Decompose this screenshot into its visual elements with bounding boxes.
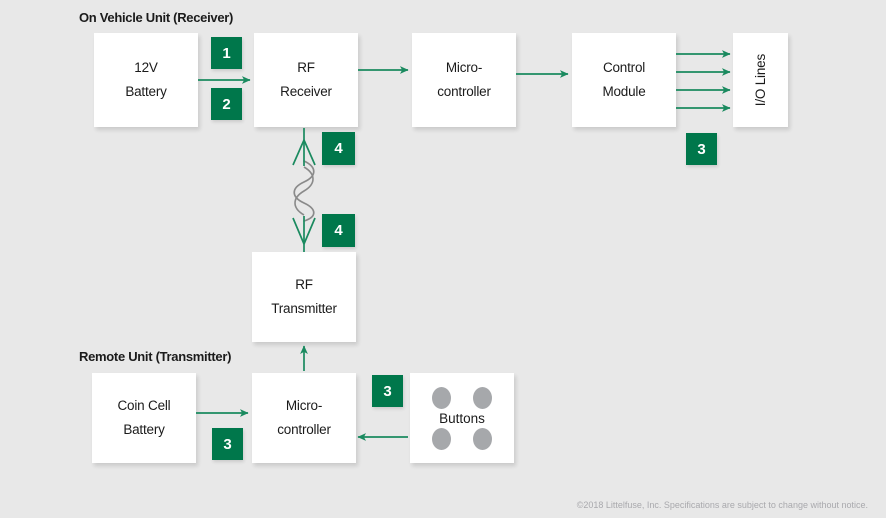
- button-dot-bottom-right[interactable]: [473, 428, 492, 450]
- rf-wave: [293, 160, 315, 222]
- block-line: controller: [437, 84, 491, 99]
- badge-4-transmitter-antenna[interactable]: 4: [322, 214, 355, 247]
- badge-4-receiver-antenna[interactable]: 4: [322, 132, 355, 165]
- badge-3-coin-cell-battery[interactable]: 3: [212, 428, 243, 460]
- block-io-lines[interactable]: I/O Lines: [733, 33, 788, 127]
- block-line: RF: [295, 277, 313, 293]
- block-line: I/O Lines: [752, 53, 768, 107]
- block-line: RF: [297, 60, 315, 76]
- block-line: Receiver: [280, 84, 332, 99]
- block-12v-battery[interactable]: 12V Battery: [94, 33, 198, 127]
- badge-3-io-lines[interactable]: 3: [686, 133, 717, 165]
- block-line: Buttons: [439, 410, 485, 426]
- block-microcontroller-receiver[interactable]: Micro- controller: [412, 33, 516, 127]
- block-buttons[interactable]: Buttons: [410, 373, 514, 463]
- block-rf-receiver[interactable]: RF Receiver: [254, 33, 358, 127]
- block-line: Micro-: [285, 398, 323, 414]
- block-line: Module: [602, 84, 646, 99]
- block-line: Control: [602, 60, 646, 76]
- block-line: 12V: [134, 60, 158, 76]
- block-rf-transmitter[interactable]: RF Transmitter: [252, 252, 356, 342]
- block-line: Battery: [125, 84, 167, 99]
- button-dot-top-right[interactable]: [473, 387, 492, 409]
- block-line: Battery: [123, 422, 165, 437]
- section-label-receiver: On Vehicle Unit (Receiver): [79, 10, 234, 25]
- button-dot-top-left[interactable]: [432, 387, 451, 409]
- block-coin-cell-battery[interactable]: Coin Cell Battery: [92, 373, 196, 463]
- block-line: Transmitter: [271, 301, 337, 316]
- block-microcontroller-transmitter[interactable]: Micro- controller: [252, 373, 356, 463]
- block-line: controller: [277, 422, 331, 437]
- block-control-module[interactable]: Control Module: [572, 33, 676, 127]
- badge-1-battery-to-rf-receiver[interactable]: 1: [211, 37, 242, 69]
- badge-2-battery-to-rf-receiver[interactable]: 2: [211, 88, 242, 120]
- block-line: Micro-: [445, 60, 483, 76]
- block-line: Coin Cell: [117, 398, 171, 414]
- badge-3-buttons[interactable]: 3: [372, 375, 403, 407]
- section-label-transmitter: Remote Unit (Transmitter): [79, 349, 232, 364]
- copyright-footer: ©2018 Littelfuse, Inc. Specifications ar…: [576, 500, 868, 510]
- button-dot-bottom-left[interactable]: [432, 428, 451, 450]
- rf-wave-path: [293, 160, 315, 222]
